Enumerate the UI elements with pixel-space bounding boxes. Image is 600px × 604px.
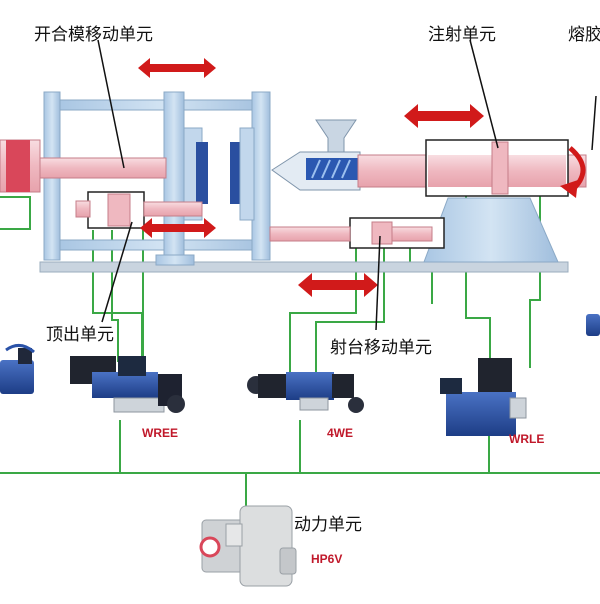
label-power-unit: 动力单元	[294, 515, 362, 535]
label-plasticizing-unit: 熔胶	[568, 25, 600, 45]
mold-fixed	[239, 127, 255, 221]
ejector-rod-rear	[75, 200, 91, 218]
hopper	[315, 119, 357, 153]
label-ejector-unit: 顶出单元	[46, 325, 114, 345]
code-wrle: WRLE	[509, 432, 545, 446]
mold-movable-core	[196, 142, 208, 204]
movement-arrows	[138, 58, 484, 297]
pump-hp6v	[199, 505, 297, 587]
ejector-rod	[143, 201, 203, 217]
label-injection-unit: 注射单元	[428, 25, 496, 45]
pointer-lines	[97, 39, 597, 331]
carriage-rod	[269, 226, 351, 242]
clamp-move-arrow	[138, 58, 216, 78]
valve-right-partial	[586, 314, 600, 336]
clamping-unit	[0, 91, 569, 273]
code-hp6v: HP6V	[311, 552, 343, 566]
injection-assembly	[269, 119, 587, 263]
servo-valve-left	[0, 344, 35, 394]
hydraulic-lines	[0, 196, 600, 510]
valve-wrle	[440, 358, 527, 436]
carriage-piston	[371, 221, 393, 245]
code-wree: WREE	[142, 426, 178, 440]
clamp-rod	[39, 157, 167, 179]
machine-base	[39, 261, 569, 273]
moving-platen-cap	[155, 254, 195, 266]
code-4we: 4WE	[327, 426, 354, 440]
clamp-piston	[6, 140, 30, 192]
carriage-rod-inner	[391, 226, 433, 242]
label-clamping-unit: 开合模移动单元	[34, 25, 153, 45]
moving-platen	[163, 91, 185, 261]
injection-move-arrow	[404, 104, 484, 128]
injection-piston	[491, 141, 509, 195]
ejector-move-arrow	[140, 218, 216, 238]
fixed-platen	[251, 91, 271, 261]
valve-4we	[247, 372, 364, 413]
mold-fixed-core	[230, 142, 242, 204]
valve-wree	[70, 356, 185, 413]
label-carriage-unit: 射台移动单元	[330, 338, 432, 358]
ejector-piston	[107, 193, 131, 227]
carriage-move-arrow	[298, 273, 378, 297]
